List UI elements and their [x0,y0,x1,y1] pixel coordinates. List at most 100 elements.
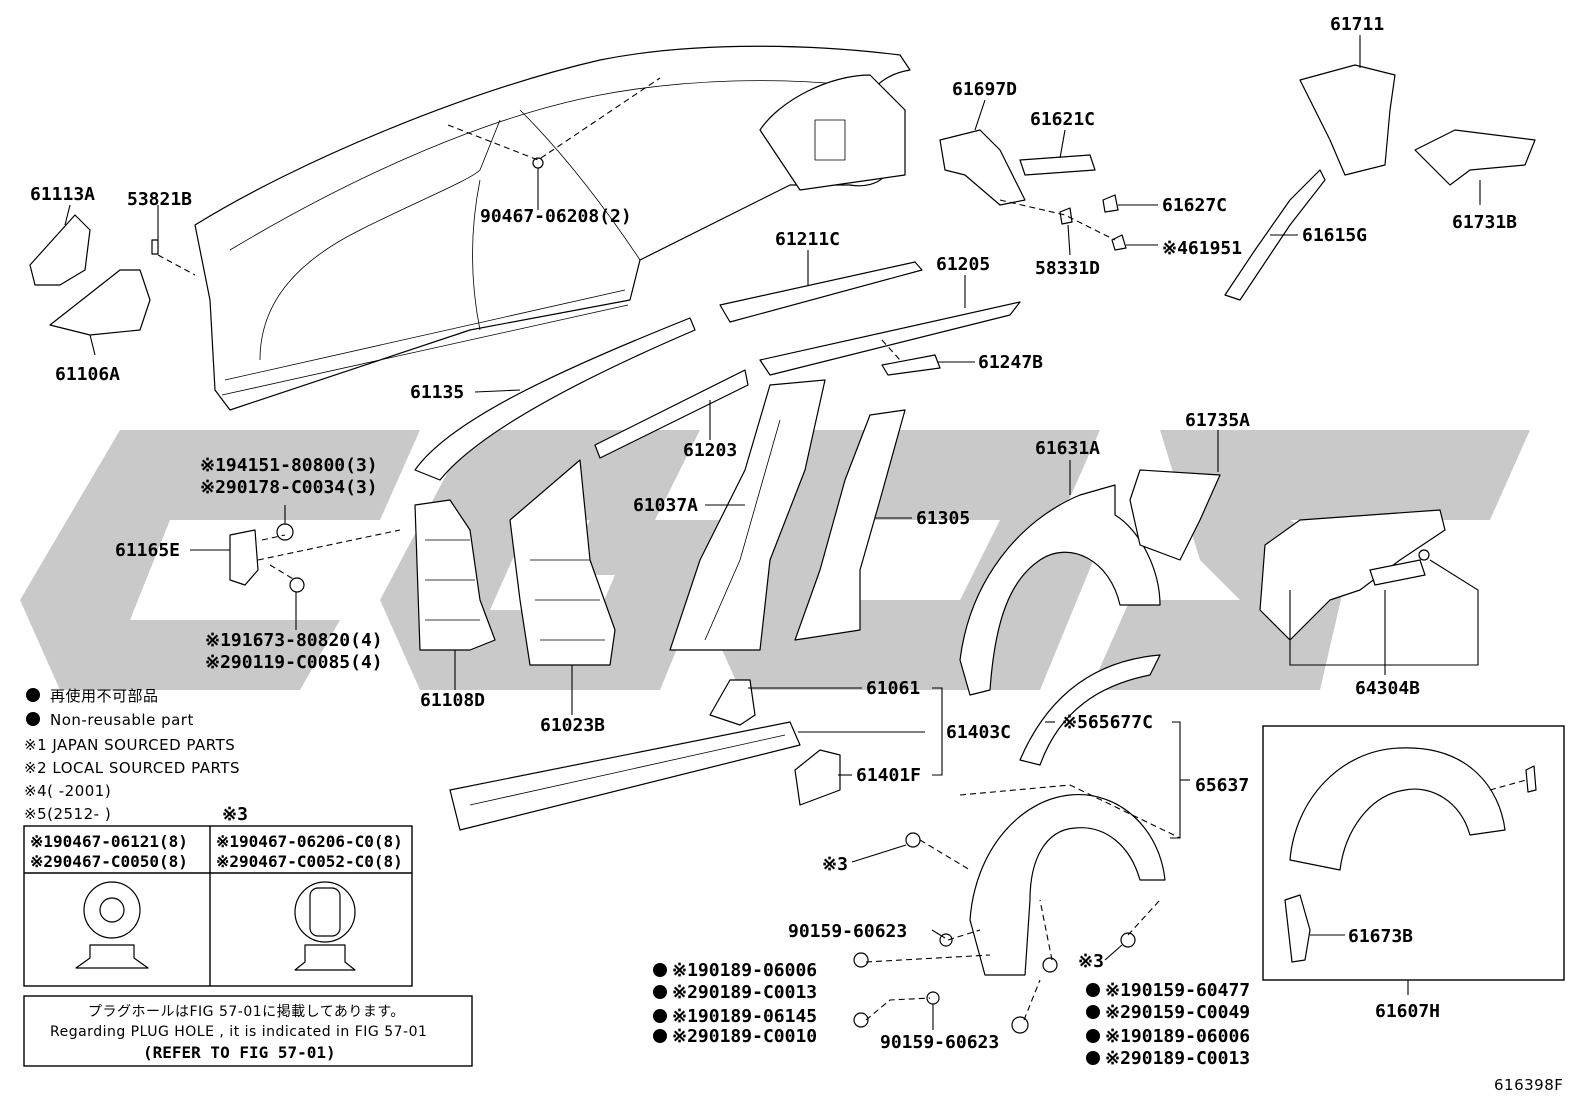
part-labels: 61711 61697D 61621C 61627C ※461951 58331… [30,14,1517,1053]
label-90189-C0013-a: ※290189-C0013 [672,982,817,1003]
reinforcement-61203 [594,369,749,459]
label-61205: 61205 [936,254,990,275]
side-panel-outer [194,45,911,411]
label-90119-C0085: ※290119-C0085(4) [205,652,383,673]
rail-61211C [719,261,923,323]
legend-note1: ※1 JAPAN SOURCED PARTS [24,736,235,754]
panel-61731B [1414,129,1536,186]
label-61135: 61135 [410,382,464,403]
part-drawings [29,45,1537,1034]
flare-65677C [1019,654,1161,766]
label-90189-C0010: ※290189-C0010 [672,1026,817,1047]
label-61951: ※461951 [1162,238,1242,259]
label-61106A: 61106A [55,364,120,385]
clip-icon-right [294,881,356,971]
clip-61951 [1111,234,1127,251]
label-58331D: 58331D [1035,258,1100,279]
dashed-connectors [157,77,1527,1021]
bracket-61247B [881,354,941,376]
label-90159-C0049: ※290159-C0049 [1105,1002,1250,1023]
label-61211C: 61211C [775,229,840,250]
label-90467-06208: 90467-06208(2) [480,206,632,227]
label-90159-60623-a: 90159-60623 [788,921,907,942]
bullet-icon [26,712,40,726]
clip-right-line2: ※290467-C0052-C0(8) [216,852,403,871]
bracket-61113A [29,214,91,286]
bolt-90467-06208 [532,157,544,169]
pillar-61023B [509,459,616,666]
legend-en-nonreusable: Non-reusable part [50,711,194,729]
nut-94151 [276,523,294,541]
bolt-91673 [289,577,305,593]
refer-fig: (REFER TO FIG 57-01) [143,1043,336,1062]
label-65677C: ※565677C [1062,712,1153,733]
bracket-61673B [1284,894,1311,963]
leader-lines [64,35,1481,1030]
rail-61135 [414,317,696,481]
label-90189-06006-a: ※190189-06006 [672,960,817,981]
label-mark3-a: ※3 [822,854,848,875]
label-mark3-b: ※3 [1078,951,1104,972]
rear-quarter-upper [759,74,906,191]
label-91673-80820: ※191673-80820(4) [205,630,383,651]
nonreusable-labels: ※190189-06006 ※290189-C0013 ※190189-0614… [653,960,1250,1069]
bullet-icon [26,688,40,702]
pillar-61037A [669,379,826,651]
label-65637: 65637 [1195,775,1249,796]
label-61061: 61061 [866,678,920,699]
legend-note5: ※5(2512- ) [24,805,111,823]
panel-61711 [1299,64,1396,176]
refer-box: プラグホールはFIG 57-01に掲載してあります。 Regarding PLU… [23,995,473,1067]
clip-table-mark3: ※3 [222,804,248,825]
label-61621C: 61621C [1030,109,1095,130]
legend-jp-nonreusable: 再使用不可部品 [50,687,159,705]
legend-note4: ※4( -2001) [24,782,111,800]
label-61735A: 61735A [1185,410,1250,431]
clip-right-line1: ※190467-06206-C0(8) [216,832,403,851]
label-61401F: 61401F [856,765,921,786]
label-53821B: 53821B [127,189,192,210]
label-61403C: 61403C [946,722,1011,743]
label-61615G: 61615G [1302,225,1367,246]
rocker-61403C [449,721,801,831]
label-61108D: 61108D [420,690,485,711]
label-61711: 61711 [1330,14,1384,35]
bracket-61061 [709,679,756,726]
label-61113A: 61113A [30,184,95,205]
rail-61205 [759,301,1021,376]
hinge-61165E [229,529,259,586]
pillar-61305 [794,409,906,641]
label-61627C: 61627C [1162,195,1227,216]
inset-box-61607H [1262,725,1565,981]
label-61697D: 61697D [952,79,1017,100]
bracket-61697D [939,129,1026,206]
label-61165E: 61165E [115,540,180,561]
label-61305: 61305 [916,508,970,529]
label-90159-60623-b: 90159-60623 [880,1032,999,1053]
label-90189-06145: ※190189-06145 [672,1006,817,1027]
label-61607H: 61607H [1375,1001,1440,1022]
liner-61607H [1289,747,1506,871]
label-61673B: 61673B [1348,926,1413,947]
pillar-61108D [414,499,496,651]
label-61731B: 61731B [1452,212,1517,233]
wheelhouse-61631A [959,484,1161,696]
clip-53821B [151,239,159,255]
clip-icon-left [75,881,149,969]
liner-65637 [969,794,1166,976]
label-90189-C0013-b: ※290189-C0013 [1105,1048,1250,1069]
panel-64304B-inner [1369,559,1426,586]
clip-61627C [1102,194,1119,213]
bracket-61621C [1019,154,1096,176]
clip-58331D [1059,207,1073,225]
clip-left-line2: ※290467-C0050(8) [30,852,188,871]
label-61023B: 61023B [540,715,605,736]
label-61631A: 61631A [1035,438,1100,459]
bracket-61401F [794,749,841,806]
refer-en: Regarding PLUG HOLE , it is indicated in… [50,1024,427,1040]
label-61203: 61203 [683,440,737,461]
label-90178-C0034: ※290178-C0034(3) [200,477,378,498]
diagram-id: 616398F [1494,1076,1563,1094]
clip-left-line1: ※190467-06121(8) [30,832,188,851]
